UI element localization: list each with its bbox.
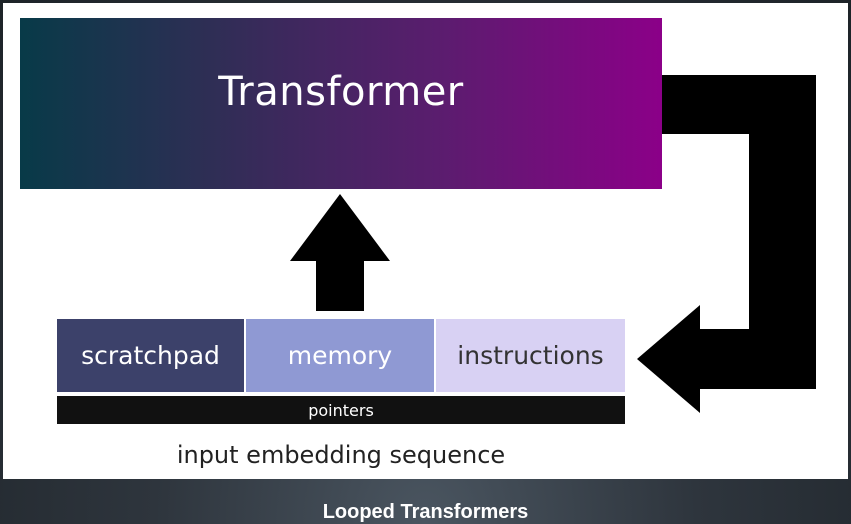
up-arrow (290, 194, 390, 311)
segment-scratchpad: scratchpad (57, 319, 244, 392)
loop-back-arrow (637, 75, 816, 413)
transformer-label: Transformer (218, 68, 464, 115)
pointers-bar: pointers (57, 396, 625, 424)
transformer-block: Transformer (20, 18, 662, 189)
figure-caption: Looped Transformers (322, 501, 529, 523)
arrows-layer (290, 75, 816, 413)
segment-memory: memory (246, 319, 434, 392)
segment-instructions: instructions (436, 319, 625, 392)
input-sequence-label: input embedding sequence (176, 441, 506, 469)
slide-canvas: Transformer scratchpad memory instructio… (3, 3, 848, 479)
